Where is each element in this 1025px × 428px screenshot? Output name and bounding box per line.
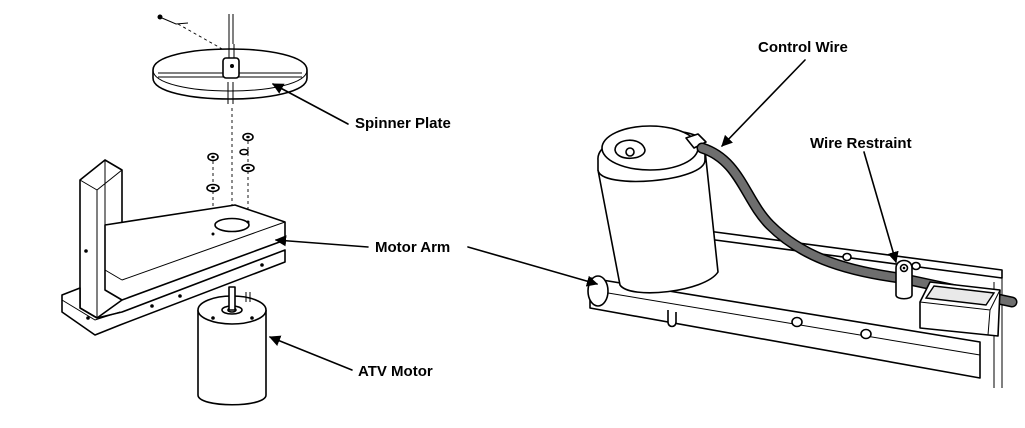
motor-arm-arrow-left [274,235,369,248]
wire-restraint-arrow [863,151,899,264]
label-spinner-plate: Spinner Plate [355,115,451,132]
control-wire [696,142,1018,308]
exploded-view [61,14,369,406]
label-motor-arm: Motor Arm [375,239,450,256]
installed-view [467,59,1018,388]
square-tube [919,281,1001,337]
label-control-wire: Control Wire [758,39,848,56]
spinner-plate-arrow [272,83,349,125]
label-atv-motor: ATV Motor [358,363,433,380]
spinner-plate [152,14,308,104]
control-wire-arrow [721,59,806,147]
motor-arm-exploded [61,159,286,336]
motor-arm-installed [587,275,981,379]
motor-arm-arrow-right [467,246,599,287]
label-wire-restraint: Wire Restraint [810,135,912,152]
atv-motor [197,286,267,406]
wire-restraint [895,259,913,300]
motor-installed [597,125,719,294]
atv-motor-arrow [268,335,353,371]
retaining-clip [157,14,225,51]
mounting-hardware [206,108,255,240]
